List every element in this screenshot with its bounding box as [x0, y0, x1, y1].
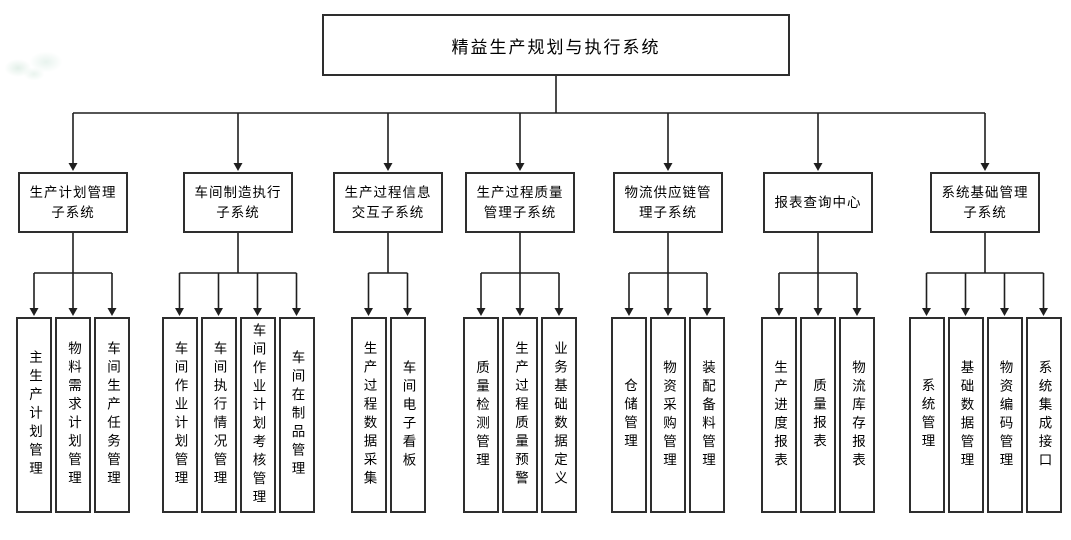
leaf-node-label: 业务基础数据定义 — [551, 341, 567, 489]
leaf-node-3-1: 生产过程数据采集 — [350, 317, 387, 513]
leaf-node-5-2: 物资采购管理 — [650, 317, 686, 513]
leaf-node-label: 物资编码管理 — [996, 359, 1013, 471]
leaf-node-label: 生产进度报表 — [771, 359, 787, 471]
leaf-node-7-1: 系统管理 — [908, 317, 945, 513]
subsystem-node-label-line: 子系统 — [216, 204, 260, 221]
subsystem-node-label-line: 交互子系统 — [351, 204, 425, 221]
leaf-node-label: 物资采购管理 — [660, 359, 676, 471]
leaf-node-6-1: 生产进度报表 — [761, 317, 797, 513]
subsystem-node-label-line: 子系统 — [963, 204, 1007, 221]
subsystem-node-label-line: 系统基础管理 — [941, 184, 1029, 201]
leaf-node-label: 基础数据管理 — [957, 359, 974, 471]
leaf-node-2-4: 车间在制品管理 — [278, 317, 315, 513]
subsystem-node-label-line: 车间制造执行 — [194, 184, 282, 201]
leaf-node-2-2: 车间执行情况管理 — [200, 317, 237, 513]
subsystem-node-1: 生产计划管理子系统 — [18, 172, 128, 233]
leaf-node-label: 仓储管理 — [621, 378, 637, 452]
leaf-node-2-3: 车间作业计划考核管理 — [239, 317, 276, 513]
leaf-node-label: 车间作业计划考核管理 — [249, 322, 266, 508]
subsystem-node-label-line: 报表查询中心 — [774, 194, 862, 211]
leaf-node-6-2: 质量报表 — [800, 317, 836, 513]
leaf-node-1-3: 车间生产任务管理 — [94, 317, 130, 513]
leaf-node-label: 车间生产任务管理 — [104, 341, 120, 489]
leaf-node-5-1: 仓储管理 — [611, 317, 647, 513]
leaf-node-label: 生产过程数据采集 — [360, 341, 377, 489]
subsystem-node-label-line: 物流供应链管 — [624, 184, 712, 201]
leaf-node-7-3: 物资编码管理 — [986, 317, 1023, 513]
leaf-node-4-3: 业务基础数据定义 — [541, 317, 577, 513]
subsystem-node-5: 物流供应链管理子系统 — [613, 172, 723, 233]
subsystem-node-label-line: 生产过程质量 — [476, 184, 564, 201]
leaf-node-label: 物料需求计划管理 — [65, 341, 81, 489]
subsystem-node-4: 生产过程质量管理子系统 — [465, 172, 575, 233]
leaf-node-2-1: 车间作业计划管理 — [161, 317, 198, 513]
subsystem-node-label-line: 理子系统 — [639, 204, 697, 221]
subsystem-node-label-line: 管理子系统 — [483, 204, 557, 221]
subsystem-node-7: 系统基础管理子系统 — [930, 172, 1040, 233]
leaf-node-1-1: 主生产计划管理 — [16, 317, 52, 513]
leaf-node-label: 车间在制品管理 — [288, 350, 305, 480]
leaf-node-label: 系统集成接口 — [1035, 359, 1052, 471]
leaf-node-6-3: 物流库存报表 — [839, 317, 875, 513]
leaf-node-3-2: 车间电子看板 — [389, 317, 426, 513]
leaf-node-1-2: 物料需求计划管理 — [55, 317, 91, 513]
leaf-node-5-3: 装配备料管理 — [689, 317, 725, 513]
leaf-node-4-1: 质量检测管理 — [463, 317, 499, 513]
leaf-node-label: 生产过程质量预警 — [512, 341, 528, 489]
leaf-node-label: 主生产计划管理 — [26, 350, 42, 480]
leaf-node-4-2: 生产过程质量预警 — [502, 317, 538, 513]
leaf-node-label: 物流库存报表 — [849, 359, 865, 471]
leaf-node-label: 质量报表 — [810, 378, 826, 452]
leaf-node-7-4: 系统集成接口 — [1025, 317, 1062, 513]
leaf-node-label: 系统管理 — [918, 378, 935, 452]
subsystem-node-label-line: 子系统 — [51, 204, 95, 221]
root-node-label: 精益生产规划与执行系统 — [451, 37, 661, 58]
subsystem-node-label-line: 生产过程信息 — [344, 184, 432, 201]
leaf-node-label: 质量检测管理 — [473, 359, 489, 471]
subsystem-node-3: 生产过程信息交互子系统 — [333, 172, 443, 233]
leaf-node-label: 车间电子看板 — [399, 359, 416, 471]
leaf-node-label: 车间执行情况管理 — [210, 341, 227, 489]
leaf-node-label: 装配备料管理 — [699, 359, 715, 471]
subsystem-node-2: 车间制造执行子系统 — [183, 172, 293, 233]
leaf-node-7-2: 基础数据管理 — [947, 317, 984, 513]
leaf-node-label: 车间作业计划管理 — [171, 341, 188, 489]
subsystem-node-6: 报表查询中心 — [763, 172, 873, 233]
subsystem-node-label-line: 生产计划管理 — [29, 184, 117, 201]
root-node: 精益生产规划与执行系统 — [322, 14, 790, 76]
